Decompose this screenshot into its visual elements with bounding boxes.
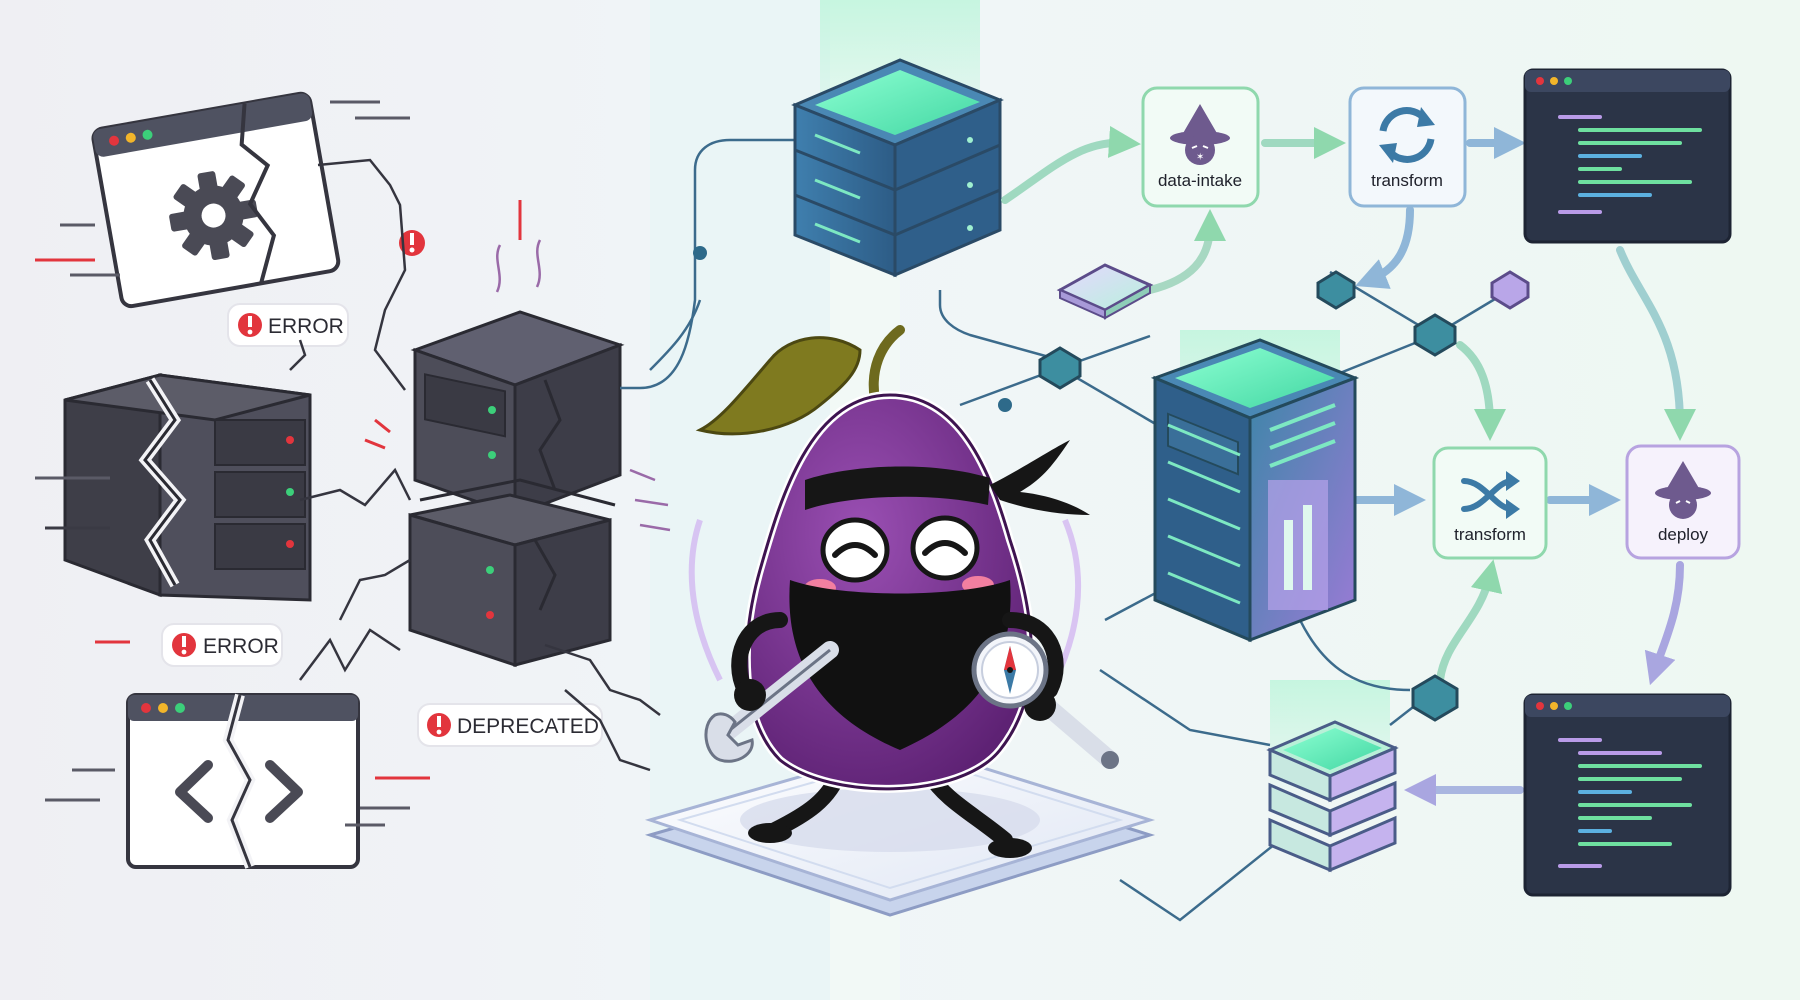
arrow-to-mid-transform: [1456, 341, 1506, 441]
exclamation-circle-icon: [172, 633, 196, 657]
broken-code-window: [126, 693, 360, 869]
refresh-cycle-icon: [1379, 107, 1435, 163]
node-transform-mid[interactable]: transform: [1432, 446, 1548, 560]
error-alert-icon: [399, 230, 425, 256]
arrow-chip-to-intake: [1146, 209, 1226, 294]
code-brackets-icon: [175, 760, 303, 823]
network-nodes: [693, 246, 1530, 722]
compass-icon: [971, 631, 1049, 709]
deprecated-tag: DEPRECATED: [417, 703, 603, 747]
wizard-hat-icon: ✶: [1170, 104, 1230, 165]
server-stack-top: [791, 58, 1004, 278]
error-tag-1: ERROR: [227, 303, 349, 347]
error-label-1: ERROR: [268, 315, 344, 338]
shuffle-icon: [1461, 471, 1520, 519]
node-data-intake[interactable]: ✶ data-intake: [1141, 86, 1260, 208]
error-tag-2: ERROR: [161, 623, 283, 667]
arrow-deploy-to-terminal: [1644, 561, 1684, 686]
chip-node: [1056, 263, 1154, 320]
storage-stack: [1266, 720, 1399, 873]
arrow-transform-down: [1355, 206, 1414, 289]
exclamation-circle-icon: [427, 713, 451, 737]
wizard-hat-icon: [1655, 461, 1711, 519]
broken-server-tower: [408, 310, 625, 668]
gear-icon: [169, 171, 258, 260]
svg-text:✶: ✶: [1196, 152, 1204, 163]
node-deploy[interactable]: deploy: [1625, 444, 1741, 560]
crack-connectors: [289, 158, 661, 772]
arrow-node-to-mid-transform: [1436, 559, 1503, 684]
node-label-transform-top: transform: [1371, 171, 1443, 190]
node-label-transform-mid: transform: [1454, 525, 1526, 544]
broken-server-left: [63, 373, 312, 602]
terminal-window-bottom: [1523, 693, 1732, 897]
terminal-window-top: [1523, 68, 1732, 244]
exclamation-circle-icon: [238, 313, 262, 337]
node-transform-top[interactable]: transform: [1348, 86, 1467, 208]
broken-settings-window: [35, 91, 410, 309]
node-label-deploy: deploy: [1658, 525, 1709, 544]
deprecated-label: DEPRECATED: [457, 715, 599, 738]
node-label-data-intake: data-intake: [1158, 171, 1242, 190]
eggplant-ninja-mascot: [688, 325, 1119, 858]
server-tower-tall: [1150, 338, 1360, 643]
arrow-terminal-to-deploy: [1616, 246, 1696, 441]
error-label-2: ERROR: [203, 635, 279, 658]
arrow-server-to-intake: [1001, 125, 1141, 204]
